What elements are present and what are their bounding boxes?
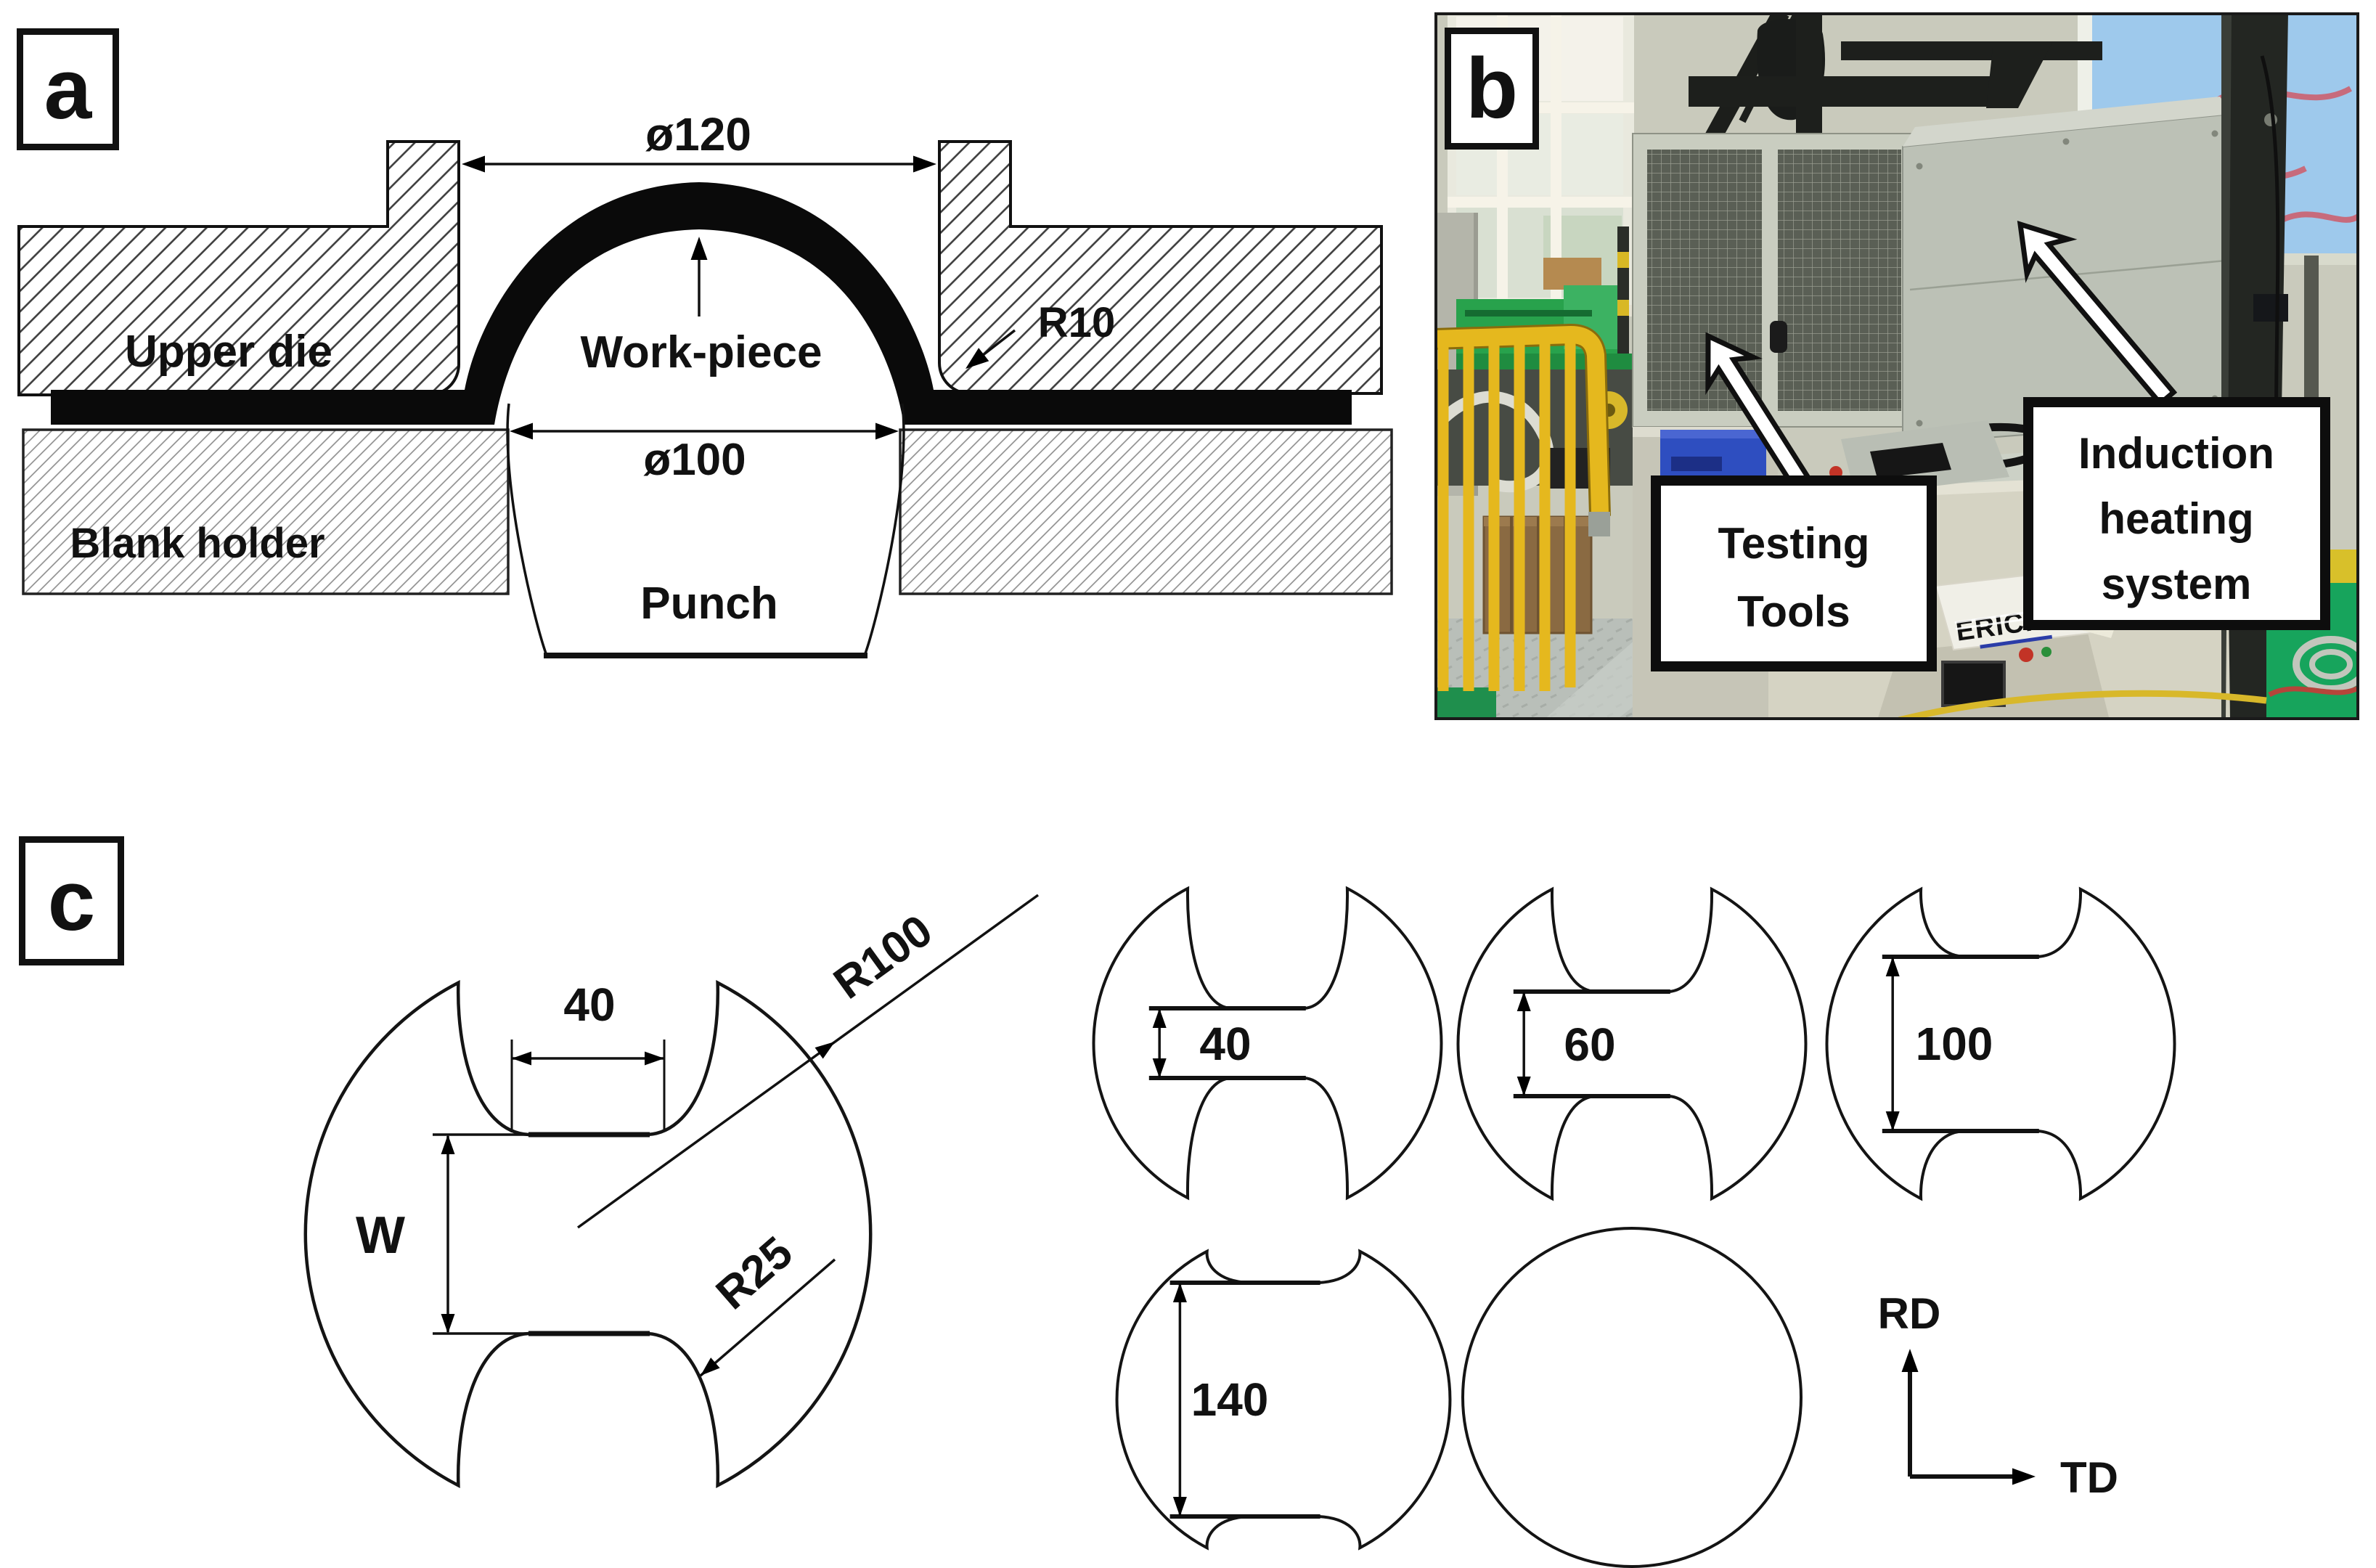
- testing-tools-callout: Testing Tools: [1651, 475, 1937, 671]
- rd-td-axes: RD TD: [1878, 1289, 2118, 1502]
- panel-a-tag-letter: a: [44, 41, 92, 137]
- workpiece-sheet-shape: [51, 182, 1352, 425]
- yellow-floor-cable: [1898, 690, 2267, 720]
- dim-w40: [1148, 1006, 1306, 1080]
- dim-punch-diameter: ø100: [510, 422, 899, 485]
- testing-tools-line1: Testing: [1718, 519, 1870, 568]
- td-axis-label: TD: [2060, 1453, 2118, 1502]
- induction-line3: system: [2102, 560, 2252, 608]
- w100-label: 100: [1916, 1018, 1993, 1070]
- panel-c-tag-letter: c: [47, 853, 96, 949]
- panel-c-tag: c: [19, 836, 124, 965]
- blue-box: [1660, 430, 1766, 479]
- master-dim-gauge: 40: [510, 979, 666, 1132]
- workpiece-callout: Work-piece: [580, 237, 822, 377]
- panel-b-tag-letter: b: [1465, 41, 1519, 136]
- master-dim-width: W: [356, 1135, 455, 1334]
- blank-holder-left-shape: [22, 428, 510, 595]
- master-r100-label: R100: [825, 905, 942, 1009]
- rd-axis-label: RD: [1878, 1289, 1941, 1338]
- upper-die-right-shape: [938, 140, 1383, 395]
- punch-label: Punch: [640, 579, 777, 629]
- dim-die-opening: ø120: [462, 108, 936, 173]
- dim-w60: [1513, 989, 1670, 1098]
- dim-die-opening-label: ø120: [645, 108, 751, 160]
- blank-holder-right-shape: [899, 428, 1393, 595]
- master-gauge-edges: [433, 1132, 650, 1336]
- panel-a-tag: a: [17, 28, 119, 150]
- w40-label: 40: [1199, 1018, 1251, 1070]
- blank-holder-label: Blank holder: [70, 520, 324, 567]
- specimen-w40-shape: [1092, 886, 1443, 1201]
- photo-border: [1434, 12, 2359, 720]
- panel-a-schematic: ø120 ø100 Work-piece R10 Upper die Blank…: [17, 108, 1393, 658]
- w140-label: 140: [1191, 1373, 1269, 1426]
- induction-cabinet: [1902, 97, 2261, 446]
- panel-b-tag: b: [1445, 28, 1539, 150]
- dim-punch-diameter-label: ø100: [643, 435, 746, 485]
- upper-die-label: Upper die: [125, 327, 332, 377]
- panel-b-photo: ERICHSEN: [1434, 12, 2359, 720]
- dim-w100: [1882, 955, 2039, 1133]
- specimen-w140-shape: [1115, 1249, 1452, 1551]
- testing-tools-cage: [1632, 133, 1919, 428]
- induction-callout: Induction heating system: [2023, 397, 2330, 630]
- induction-line1: Induction: [2078, 429, 2274, 478]
- master-width-label: W: [356, 1206, 405, 1265]
- die-radius-callout: R10: [960, 299, 1115, 376]
- yellow-railing: [1434, 323, 1611, 691]
- die-radius-label: R10: [1038, 299, 1115, 346]
- specimen-w100-shape: [1825, 886, 2176, 1201]
- specimen-w60-shape: [1456, 886, 1808, 1201]
- specimen-circle-shape: [1461, 1227, 1803, 1568]
- testing-tools-line2: Tools: [1737, 587, 1850, 636]
- workpiece-label: Work-piece: [580, 327, 822, 377]
- dim-w140: [1169, 1281, 1320, 1519]
- master-gauge-label: 40: [563, 979, 615, 1031]
- induction-line2: heating: [2099, 494, 2253, 543]
- panel-c-specimens: 40 W R100 R25: [303, 886, 2176, 1568]
- w60-label: 60: [1564, 1018, 1615, 1071]
